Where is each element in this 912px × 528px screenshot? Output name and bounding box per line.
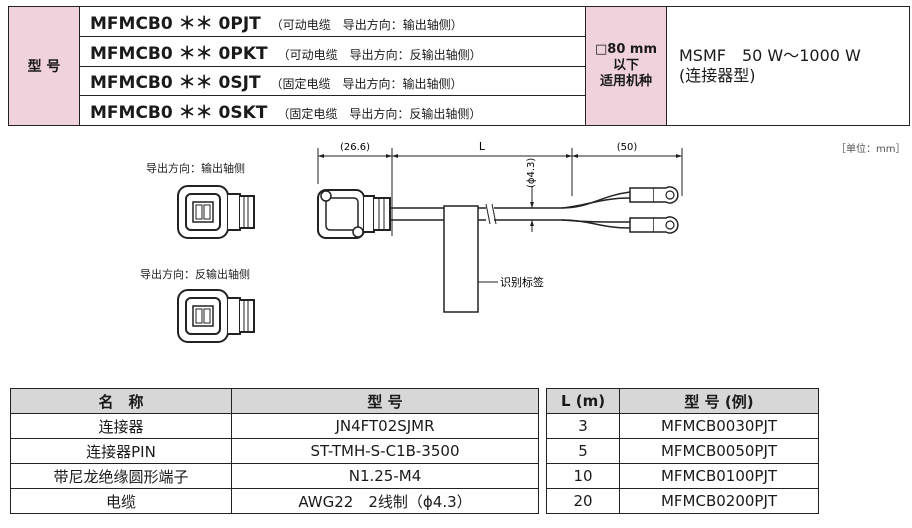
dim-diameter-label: (ϕ4.3) — [526, 158, 537, 188]
length-model: MFMCB0050PJT — [619, 438, 819, 464]
parts-header-model: 型 号 — [231, 388, 539, 414]
unit-label: ［单位：mm］ — [836, 144, 906, 155]
size-line1: □80 mm — [595, 42, 657, 57]
table-row: 10 MFMCB0100PJT — [546, 463, 819, 489]
applicable-size: □80 mm 以下 适用机种 — [585, 6, 667, 126]
table-row: 连接器 JN4FT02SJMR — [10, 413, 539, 439]
model-code: MFMCB0 ＊＊ 0PJT — [90, 13, 261, 34]
length-value: 3 — [546, 413, 620, 439]
model-code: MFMCB0 ＊＊ 0PKT — [90, 43, 268, 64]
length-model: MFMCB0030PJT — [619, 413, 819, 439]
part-model: N1.25-M4 — [231, 463, 539, 489]
part-name: 电缆 — [10, 488, 232, 514]
connector-reverse-view — [177, 289, 255, 343]
model-row: MFMCB0 ＊＊ 0SKT （固定电缆 导出方向：反输出轴侧） — [79, 95, 586, 126]
dim-connector-label: (26.6) — [340, 142, 370, 153]
model-row: MFMCB0 ＊＊ 0PKT （可动电缆 导出方向：反输出轴侧） — [79, 35, 586, 67]
table-row: 带尼龙绝缘圆形端子 N1.25-M4 — [10, 463, 539, 489]
motor-line2: (连接器型) — [679, 66, 756, 85]
part-name: 连接器PIN — [10, 438, 232, 464]
model-note: （固定电缆 导出方向：输出轴侧） — [270, 77, 463, 92]
model-note: （可动电缆 导出方向：输出轴侧） — [270, 17, 463, 32]
table-row: 连接器PIN ST-TMH-S-C1B-3500 — [10, 438, 539, 464]
part-name: 连接器 — [10, 413, 232, 439]
direction-reverse-caption: 导出方向：反输出轴侧 — [140, 268, 250, 281]
length-value: 20 — [546, 488, 620, 514]
length-value: 5 — [546, 438, 620, 464]
part-model: JN4FT02SJMR — [231, 413, 539, 439]
length-table: L (m) 型 号 (例) 3 MFMCB0030PJT 5 MFMCB0050… — [546, 388, 819, 514]
part-name: 带尼龙绝缘圆形端子 — [10, 463, 232, 489]
length-model: MFMCB0200PJT — [619, 488, 819, 514]
table-row: 5 MFMCB0050PJT — [546, 438, 819, 464]
length-header-l: L (m) — [546, 388, 620, 414]
length-value: 10 — [546, 463, 620, 489]
model-note: （固定电缆 导出方向：反输出轴侧） — [277, 107, 482, 122]
direction-output-caption: 导出方向：输出轴侧 — [146, 162, 245, 175]
model-code: MFMCB0 ＊＊ 0SJT — [90, 73, 261, 94]
part-model: ST-TMH-S-C1B-3500 — [231, 438, 539, 464]
tag-label: 识别标签 — [500, 275, 544, 289]
parts-table: 名 称 型 号 连接器 JN4FT02SJMR 连接器PIN ST-TMH-S-… — [10, 388, 539, 514]
model-code: MFMCB0 ＊＊ 0SKT — [90, 103, 268, 124]
model-note: （可动电缆 导出方向：反输出轴侧） — [277, 47, 482, 62]
motor-line1: MSMF 50 W～1000 W — [679, 46, 861, 65]
size-line3: 适用机种 — [599, 74, 652, 89]
motor-series: MSMF 50 W～1000 W (连接器型) — [666, 6, 910, 126]
spec-table: 型 号 MFMCB0 ＊＊ 0PJT （可动电缆 导出方向：输出轴侧） □80 m… — [8, 6, 910, 126]
connector-output-view — [177, 185, 255, 239]
model-row: MFMCB0 ＊＊ 0PJT （可动电缆 导出方向：输出轴侧） — [79, 6, 586, 37]
size-line2: 以下 — [612, 58, 639, 73]
model-row: MFMCB0 ＊＊ 0SJT （固定电缆 导出方向：输出轴侧） — [79, 65, 586, 97]
length-model: MFMCB0100PJT — [619, 463, 819, 489]
cable-drawing: (26.6) L (50) (ϕ4.3) 识别标签 — [317, 140, 683, 313]
dim-length-label: L — [479, 140, 486, 153]
length-header-model: 型 号 (例) — [619, 388, 819, 414]
part-model: AWG22 2线制（ϕ4.3） — [231, 488, 539, 514]
dim-terminal-label: (50) — [617, 142, 638, 153]
table-row: 20 MFMCB0200PJT — [546, 488, 819, 514]
table-row: 电缆 AWG22 2线制（ϕ4.3） — [10, 488, 539, 514]
table-row: 3 MFMCB0030PJT — [546, 413, 819, 439]
parts-header-name: 名 称 — [10, 388, 232, 414]
model-label: 型 号 — [8, 6, 80, 126]
